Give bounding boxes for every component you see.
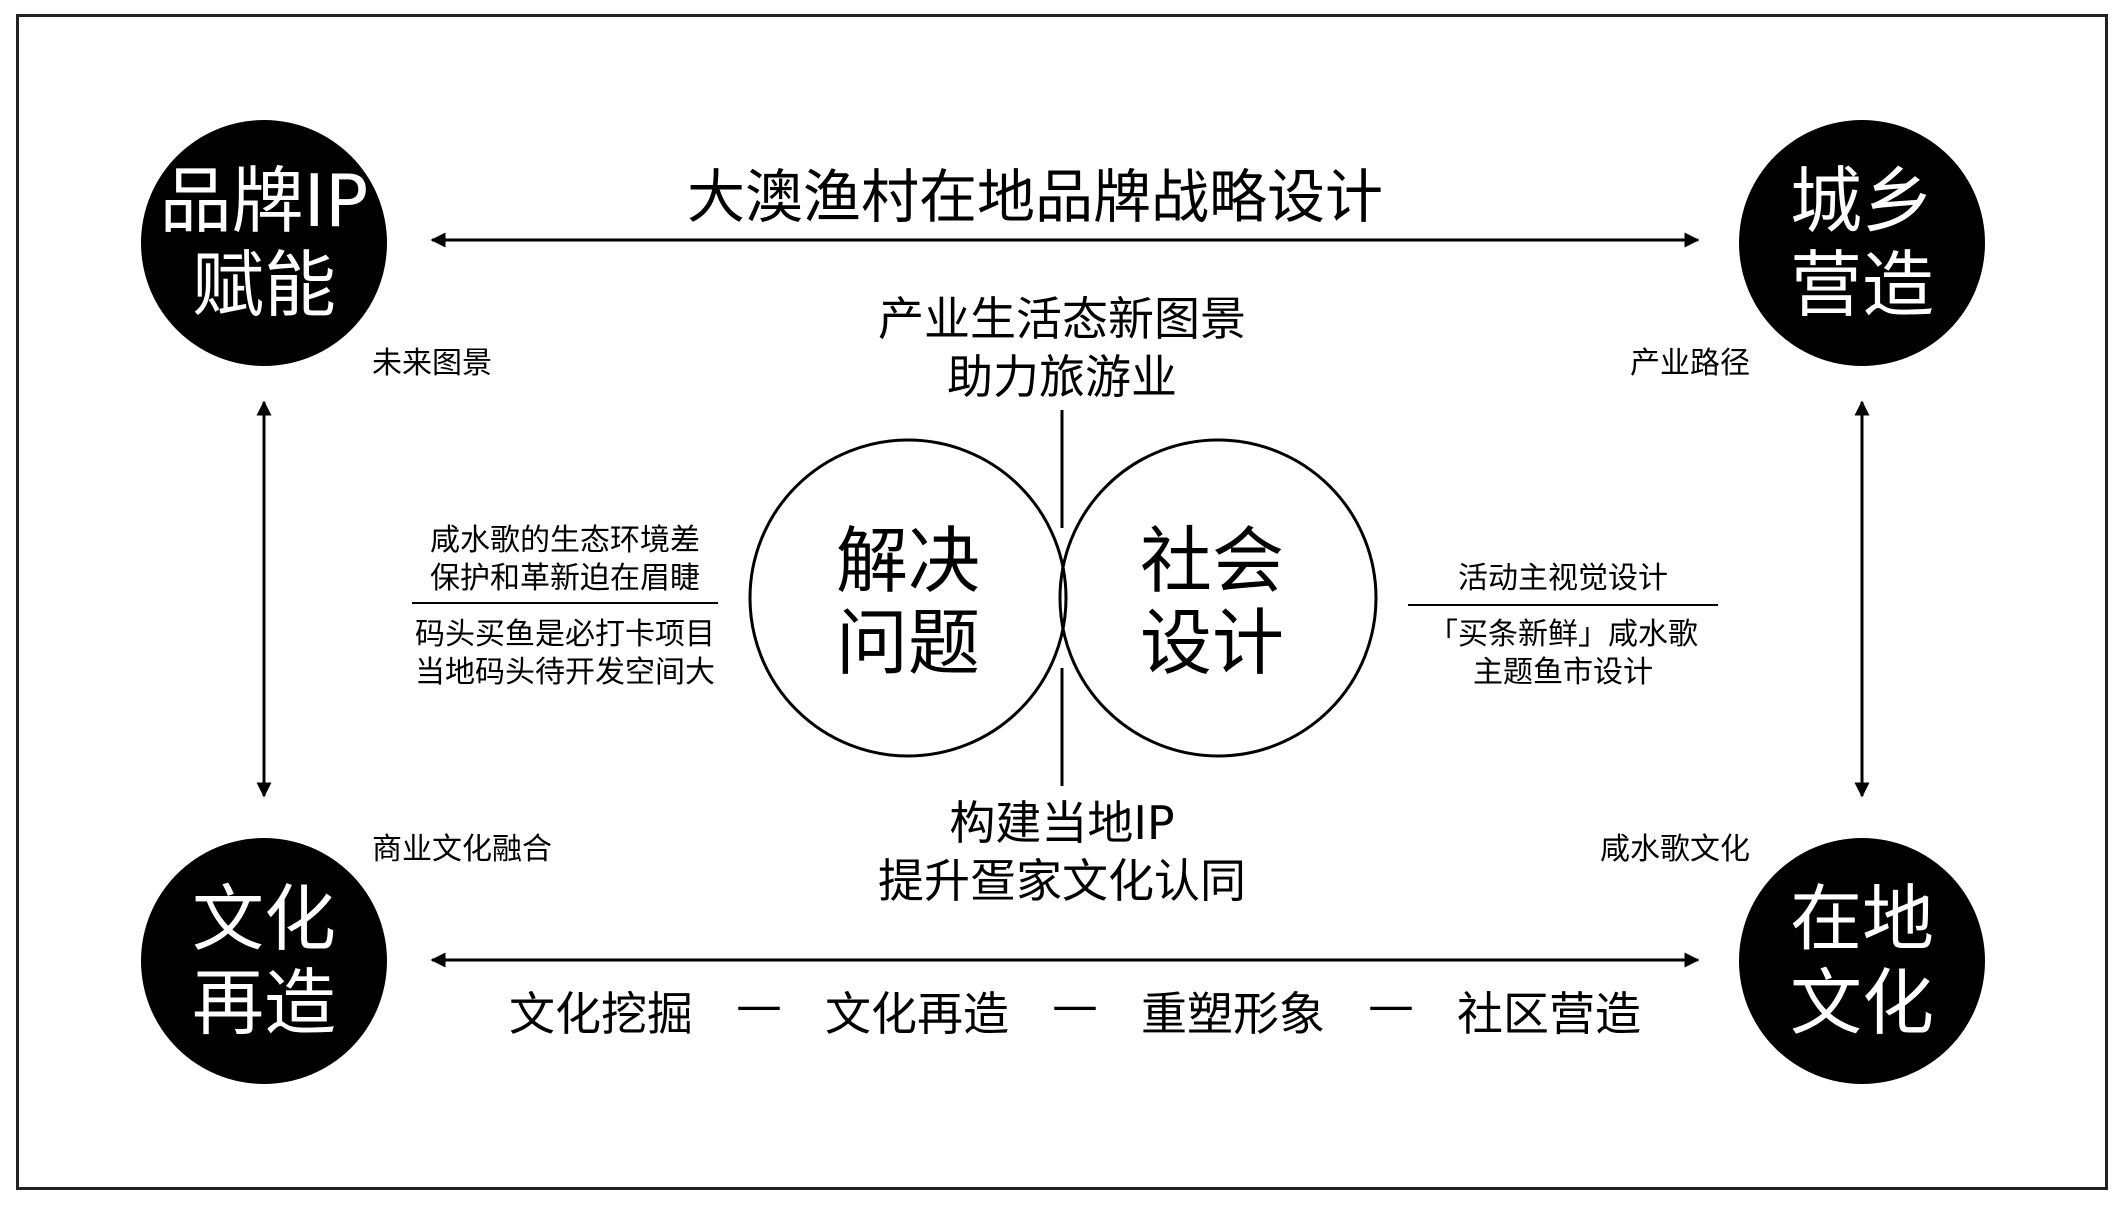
- label-business-culture: 商业文化融合: [372, 832, 552, 867]
- step-reshape-image: 重塑形象: [1141, 987, 1325, 1041]
- label-industry-path: 产业路径: [1630, 346, 1750, 381]
- step-culture-mining: 文化挖掘: [509, 987, 693, 1041]
- corner-urban-rural: 城乡 营造: [1739, 120, 1985, 366]
- center-top-text: 产业生活态新图景 助力旅游业: [878, 292, 1246, 404]
- center-bottom-text: 构建当地IP 提升疍家文化认同: [878, 796, 1246, 908]
- diagram-title: 大澳渔村在地品牌战略设计: [686, 163, 1383, 231]
- right-note-lower: 「买条新鲜」咸水歌 主题鱼市设计: [1428, 617, 1698, 690]
- corner-brand-ip: 品牌IP 赋能: [141, 120, 387, 366]
- right-circle-text: 社会 设计: [1139, 519, 1284, 685]
- step-separator: —: [736, 978, 782, 1032]
- left-note-lower: 码头买鱼是必打卡项目 当地码头待开发空间大: [415, 617, 715, 690]
- step-community-building: 社区营造: [1457, 987, 1641, 1041]
- step-separator: —: [1368, 978, 1414, 1032]
- left-circle-text: 解决 问题: [835, 519, 980, 685]
- right-circle-outline: [1058, 438, 1378, 758]
- right-note-upper: 活动主视觉设计: [1458, 561, 1668, 596]
- left-note-upper: 咸水歌的生态环境差 保护和革新迫在眉睫: [430, 523, 700, 596]
- left-note-divider: [412, 602, 718, 604]
- step-separator: —: [1052, 978, 1098, 1032]
- left-circle-outline: [748, 438, 1068, 758]
- right-note-divider: [1408, 604, 1718, 606]
- step-culture-rebuild: 文化再造: [825, 987, 1009, 1041]
- label-saltwater-song: 咸水歌文化: [1600, 832, 1750, 867]
- label-future-vision: 未来图景: [372, 346, 492, 381]
- corner-culture-rebuild: 文化 再造: [141, 838, 387, 1084]
- diagram-frame: [16, 14, 2108, 1190]
- corner-local-culture: 在地 文化: [1739, 838, 1985, 1084]
